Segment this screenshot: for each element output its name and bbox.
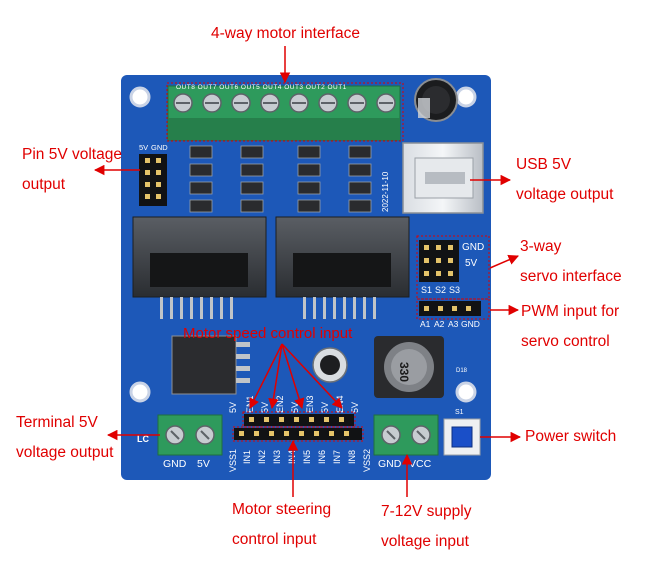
terminal-5v-block <box>157 414 223 456</box>
speed-control-label: Motor speed control input <box>183 325 353 342</box>
diode-array <box>189 145 372 213</box>
in4-silk: IN4 <box>287 450 297 464</box>
label-pin-5v: Pin 5V voltage output <box>22 140 122 200</box>
capacitor-large <box>414 78 458 122</box>
label-pwm-input: PWM input for servo control <box>521 297 619 357</box>
pin-gnd-silk: GND <box>151 143 168 152</box>
s2-silk: S2 <box>435 285 446 295</box>
steering-header <box>234 428 362 440</box>
heatsink-right <box>275 216 410 319</box>
s3-silk: S3 <box>449 285 460 295</box>
power-inductor <box>374 336 444 398</box>
in5-silk: IN5 <box>302 450 312 464</box>
motor-terminal-block <box>167 85 401 141</box>
top-pins-silkscreen: OUT8 OUT7 OUT6 OUT5 OUT4 OUT3 OUT2 OUT1 <box>176 84 347 91</box>
in3-silk: IN3 <box>272 450 282 464</box>
label-servo-interface: 3-way servo interface <box>520 232 622 292</box>
arrow-servo <box>489 254 519 269</box>
term-5v-silk: 5V <box>197 458 210 470</box>
in1-silk: IN1 <box>242 450 252 464</box>
label-terminal-line2: voltage output <box>16 444 114 461</box>
label-steering-line1: Motor steering <box>232 501 332 518</box>
term-gnd-silk: GND <box>163 458 187 470</box>
label-supply-line1: 7-12V supply <box>381 503 472 520</box>
annotation-arrows <box>93 46 522 497</box>
label-terminal-5v: Terminal 5V voltage output <box>16 408 113 468</box>
a1-silk: A1 <box>420 319 431 329</box>
inductor-silk: 330 <box>397 362 411 382</box>
in8-silk: IN8 <box>347 450 357 464</box>
v5-silk-4: 5V <box>320 402 330 413</box>
capacitor-small <box>312 347 348 383</box>
en2-silk: EN2 <box>275 395 285 413</box>
label-steering-line2: control input <box>232 531 317 548</box>
v5-silk-2: 5V <box>260 402 270 413</box>
en4-silk: EN4 <box>335 395 345 413</box>
label-motor-interface-text: 4-way motor interface <box>211 25 361 42</box>
box-speed-control <box>242 411 356 428</box>
lc-silk: LC <box>137 434 149 444</box>
servo-gnd-silk: GND <box>462 242 484 253</box>
label-servo-line1: 3-way <box>520 238 562 255</box>
pin-5v-silk: 5V <box>139 143 148 152</box>
label-servo-line2: servo interface <box>520 268 622 285</box>
label-pwm-line1: PWM input for <box>521 303 620 320</box>
heatsink-left <box>132 216 267 319</box>
label-supply: 7-12V supply voltage input <box>381 497 471 557</box>
date-code-silk: 2022-11-10 <box>381 171 390 212</box>
s1-silk: S1 <box>421 285 432 295</box>
vss2-silk: VSS2 <box>362 449 372 472</box>
regulator-ic <box>171 335 250 395</box>
label-usb-5v: USB 5V voltage output <box>516 150 613 210</box>
in-silk-group: VSS1 IN1 IN2 IN3 IN4 IN5 IN6 IN7 IN8 VSS… <box>228 449 372 472</box>
label-power-switch-text: Power switch <box>525 428 617 445</box>
label-pwm-line2: servo control <box>521 333 610 350</box>
in2-silk: IN2 <box>257 450 267 464</box>
arrow-speed-2 <box>268 343 283 410</box>
sup-gnd-silk: GND <box>378 458 402 470</box>
servo-5v-silk: 5V <box>465 258 478 269</box>
arrow-speed-4 <box>281 343 343 409</box>
a3-silk: A3 <box>448 319 459 329</box>
a-gnd-silk: GND <box>461 319 480 329</box>
arrow-speed-3 <box>281 343 305 410</box>
label-motor-interface: 4-way motor interface <box>211 23 360 45</box>
in6-silk: IN6 <box>317 450 327 464</box>
vss1-silk: VSS1 <box>228 449 238 472</box>
power-switch <box>443 418 481 456</box>
a2-silk: A2 <box>434 319 445 329</box>
speed-control-header <box>244 414 354 426</box>
usb-port <box>402 142 484 214</box>
box-pwm-input <box>416 298 490 320</box>
label-power-switch: Power switch <box>525 426 616 448</box>
label-supply-line2: voltage input <box>381 533 469 550</box>
en1-silk: EN1 <box>245 395 255 413</box>
label-usb-line2: voltage output <box>516 186 614 203</box>
pin-5v-header <box>139 154 167 206</box>
sup-vcc-silk: VCC <box>409 458 432 470</box>
mounting-holes <box>129 86 477 403</box>
label-pin-5v-line2: output <box>22 176 66 193</box>
label-pin-5v-line1: Pin 5V voltage <box>22 146 122 163</box>
supply-terminal-block <box>373 414 439 456</box>
switch-silk: S1 <box>455 409 464 416</box>
box-servo-interface <box>416 235 490 300</box>
label-terminal-line1: Terminal 5V <box>16 414 98 431</box>
v5-silk-1: 5V <box>228 402 238 413</box>
servo-header <box>419 240 459 282</box>
pwm-header <box>419 301 481 316</box>
in7-silk: IN7 <box>332 450 342 464</box>
label-usb-line1: USB 5V <box>516 156 572 173</box>
v5-silk-5: 5V <box>350 402 360 413</box>
en3-silk: EN3 <box>305 395 315 413</box>
label-steering: Motor steering control input <box>232 495 331 555</box>
v5-silk-3: 5V <box>290 402 300 413</box>
arrow-speed-1 <box>249 343 283 409</box>
d18-silk: D18 <box>456 368 468 374</box>
